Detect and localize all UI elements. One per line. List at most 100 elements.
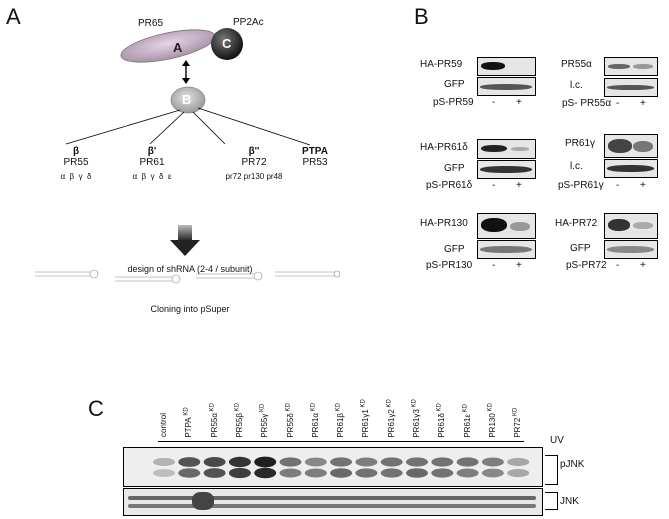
lane-name: PR55β	[234, 413, 244, 438]
lane-name: PR55α	[209, 413, 219, 438]
kd-superscript: KD	[183, 407, 190, 418]
lane-label: PR130 KD	[487, 403, 497, 437]
lane-name: PR61α	[310, 413, 320, 438]
lane-label: control	[159, 413, 168, 437]
treatment-label: pS-PR59	[433, 97, 474, 108]
minus-label: -	[492, 180, 496, 191]
blot-label-bottom: GFP	[444, 79, 465, 90]
lane-label: PR61β KD	[335, 403, 345, 438]
kd-superscript: KD	[411, 399, 418, 410]
minus-label: -	[616, 260, 620, 271]
pjnk-band	[355, 457, 378, 467]
pjnk-band	[456, 468, 479, 478]
pjnk-band	[178, 468, 201, 478]
minus-label: -	[616, 180, 620, 191]
blot-label-bottom: GFP	[444, 163, 465, 174]
pjnk-band	[203, 457, 226, 467]
lane-label: PR55γ KD	[260, 404, 270, 438]
lane-label: PR61γ3 KD	[411, 399, 421, 437]
blot-label-top: HA-PR61δ	[420, 142, 468, 153]
lane-label: PR61γ1 KD	[361, 399, 371, 437]
panel-c-letter: C	[88, 396, 104, 421]
panel-b-letter: B	[414, 4, 429, 29]
design-shrna-text: design of shRNA (2-4 / subunit)	[127, 264, 253, 274]
pjnk-band	[481, 468, 504, 478]
western-blot	[477, 139, 536, 159]
blot-label-top: PR55α	[561, 59, 592, 70]
family-ptpa: PTPA PR53	[302, 146, 328, 168]
blot-label-top: PR61γ	[565, 138, 596, 149]
pjnk-band	[380, 457, 403, 467]
lane-name: PR55δ	[285, 413, 295, 438]
pjnk-band	[279, 468, 302, 478]
jnk-label: JNK	[560, 496, 579, 507]
pjnk-band	[153, 469, 175, 477]
blot-label-top: HA-PR72	[555, 218, 598, 229]
pp2ac-label: PP2Ac	[233, 17, 264, 28]
western-blot	[477, 213, 536, 239]
family-pr61: β' PR61 α β γ δ ε	[132, 146, 172, 181]
jnk-blot	[123, 488, 543, 516]
lane-name: PR61ε	[462, 414, 472, 438]
pjnk-band	[330, 468, 353, 478]
lane-name: PR61γ2	[386, 409, 396, 438]
minus-label: -	[492, 260, 496, 271]
pjnk-band	[507, 468, 530, 478]
treatment-label: pS-PR61γ	[558, 180, 604, 191]
lane-name: PR130	[487, 413, 497, 438]
western-blot	[477, 77, 536, 96]
minus-label: -	[492, 97, 496, 108]
blot-label-top: HA-PR130	[420, 218, 468, 229]
pjnk-band	[304, 468, 327, 478]
pjnk-band	[431, 468, 454, 478]
kd-superscript: KD	[310, 403, 317, 414]
lane-name: PR61γ3	[412, 409, 421, 438]
lane-name: PTPA	[184, 417, 194, 438]
panel-a-diagram	[35, 28, 340, 284]
western-blot	[477, 240, 536, 259]
pjnk-band	[228, 467, 251, 479]
pjnk-blot	[123, 447, 543, 487]
western-blot	[477, 160, 536, 179]
lane-name: PR61δ	[437, 413, 447, 438]
kd-superscript: KD	[234, 403, 241, 414]
pjnk-band	[431, 457, 454, 467]
jnk-bracket	[545, 492, 558, 510]
pjnk-band	[228, 456, 251, 468]
kd-superscript: KD	[461, 404, 468, 415]
kd-superscript: KD	[487, 403, 494, 414]
pjnk-band	[203, 468, 226, 478]
blot-label-top: HA-PR59	[420, 59, 463, 70]
western-blot	[604, 57, 658, 76]
plus-label: +	[640, 98, 646, 109]
treatment-label: pS- PR55α	[562, 98, 612, 109]
pjnk-band	[304, 457, 327, 467]
kd-superscript: KD	[259, 403, 266, 414]
plus-label: +	[516, 180, 522, 191]
kd-superscript: KD	[436, 403, 443, 414]
western-blot	[477, 57, 536, 76]
pjnk-band	[153, 458, 175, 466]
pjnk-band	[406, 468, 428, 478]
subunit-c-shape	[211, 28, 243, 60]
western-blot	[604, 159, 658, 178]
pjnk-band	[456, 457, 479, 467]
plus-label: +	[516, 97, 522, 108]
pjnk-band	[481, 457, 504, 467]
treatment-label: pS-PR72	[566, 260, 607, 271]
pjnk-band	[279, 457, 302, 467]
lane-label-underline	[158, 441, 524, 442]
pjnk-label: pJNK	[560, 459, 585, 470]
lane-label: PR61δ KD	[437, 403, 447, 437]
lane-name: PR72	[513, 417, 523, 438]
treatment-label: pS-PR130	[426, 260, 473, 271]
panel-a-letter: A	[6, 4, 21, 29]
blot-label-bottom: l.c.	[570, 80, 583, 91]
lane-name: PR61β	[336, 413, 346, 438]
lane-name: control	[159, 412, 168, 437]
blot-label-bottom: GFP	[444, 244, 465, 255]
lane-label: PR55β KD	[234, 403, 244, 438]
lane-label: PR61γ2 KD	[386, 399, 396, 437]
plus-label: +	[516, 260, 522, 271]
subunit-c-label: C	[222, 36, 232, 51]
